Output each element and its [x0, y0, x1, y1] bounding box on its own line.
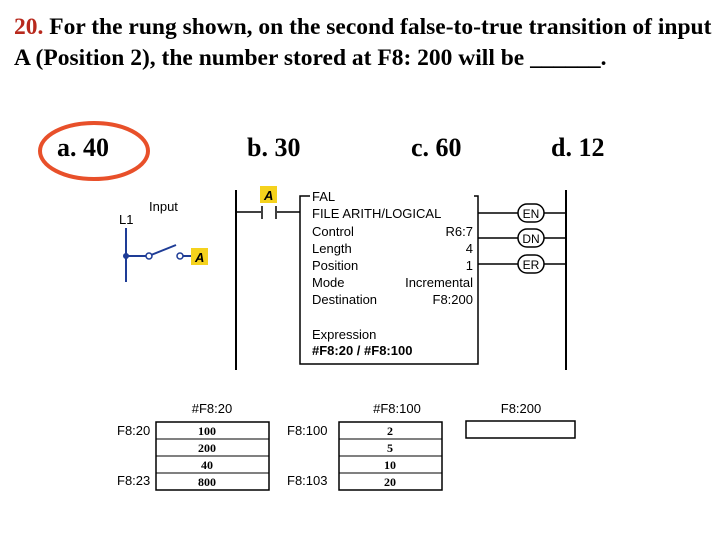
dest-cell-box — [465, 420, 576, 439]
answer-circle — [38, 121, 150, 181]
switch-terminal-right — [176, 252, 184, 260]
file1-cell-3: 800 — [198, 475, 216, 489]
file2-cell-3: 20 — [384, 475, 396, 489]
output-dn — [517, 228, 545, 248]
question-text: 20. For the rung shown, on the second fa… — [14, 12, 714, 74]
file2-header: #F8:100 — [373, 401, 421, 416]
file1-cell-1: 200 — [198, 441, 216, 455]
fal-row-value-position: 1 — [466, 258, 473, 273]
answer-a[interactable]: a. 40 — [57, 133, 109, 162]
fal-expression-label: Expression — [312, 327, 376, 342]
fal-row-value-destination: F8:200 — [433, 292, 473, 307]
switch-lever — [150, 244, 177, 256]
rail-label: L1 — [119, 212, 133, 227]
fal-expression: #F8:20 / #F8:100 — [312, 343, 412, 358]
file1-header: #F8:20 — [192, 401, 232, 416]
file1-cell-0: 100 — [198, 424, 216, 438]
file2-cell-0: 2 — [387, 424, 393, 438]
fal-row-label-destination: Destination — [312, 292, 377, 307]
fal-row-label-control: Control — [312, 224, 354, 239]
output-en — [517, 203, 545, 223]
file1-start-label: F8:20 — [117, 423, 150, 438]
answer-b[interactable]: b. 30 — [247, 133, 301, 162]
fal-row-label-position: Position — [312, 258, 358, 273]
file1-cell-2: 40 — [201, 458, 213, 472]
contact-tag: A — [263, 188, 273, 203]
fal-row-value-mode: Incremental — [405, 275, 473, 290]
answer-c[interactable]: c. 60 — [411, 133, 462, 162]
output-en-label: EN — [523, 207, 540, 221]
file2-cell-1: 5 — [387, 441, 393, 455]
output-er — [517, 254, 545, 274]
file2-cell-2: 10 — [384, 458, 396, 472]
input-tag-box — [191, 248, 208, 265]
fal-row-label-length: Length — [312, 241, 352, 256]
fal-row-label-mode: Mode — [312, 275, 345, 290]
fal-name: FILE ARITH/LOGICAL — [312, 206, 441, 221]
output-er-label: ER — [523, 258, 540, 272]
dest-header: F8:200 — [501, 401, 541, 416]
contact-tag-box — [260, 186, 277, 203]
fal-type: FAL — [312, 189, 335, 204]
question-body: For the rung shown, on the second false-… — [14, 14, 712, 71]
file2-end-label: F8:103 — [287, 473, 327, 488]
question-number: 20. — [14, 14, 44, 40]
fal-block-border — [299, 195, 479, 365]
file1-end-label: F8:23 — [117, 473, 150, 488]
input-label: Input — [149, 199, 178, 214]
fal-row-value-control: R6:7 — [446, 224, 473, 239]
fal-row-value-length: 4 — [466, 241, 473, 256]
input-tag: A — [194, 250, 204, 265]
switch-terminal-left — [145, 252, 153, 260]
answer-d[interactable]: d. 12 — [551, 133, 605, 162]
file2-start-label: F8:100 — [287, 423, 327, 438]
output-dn-label: DN — [522, 232, 539, 246]
